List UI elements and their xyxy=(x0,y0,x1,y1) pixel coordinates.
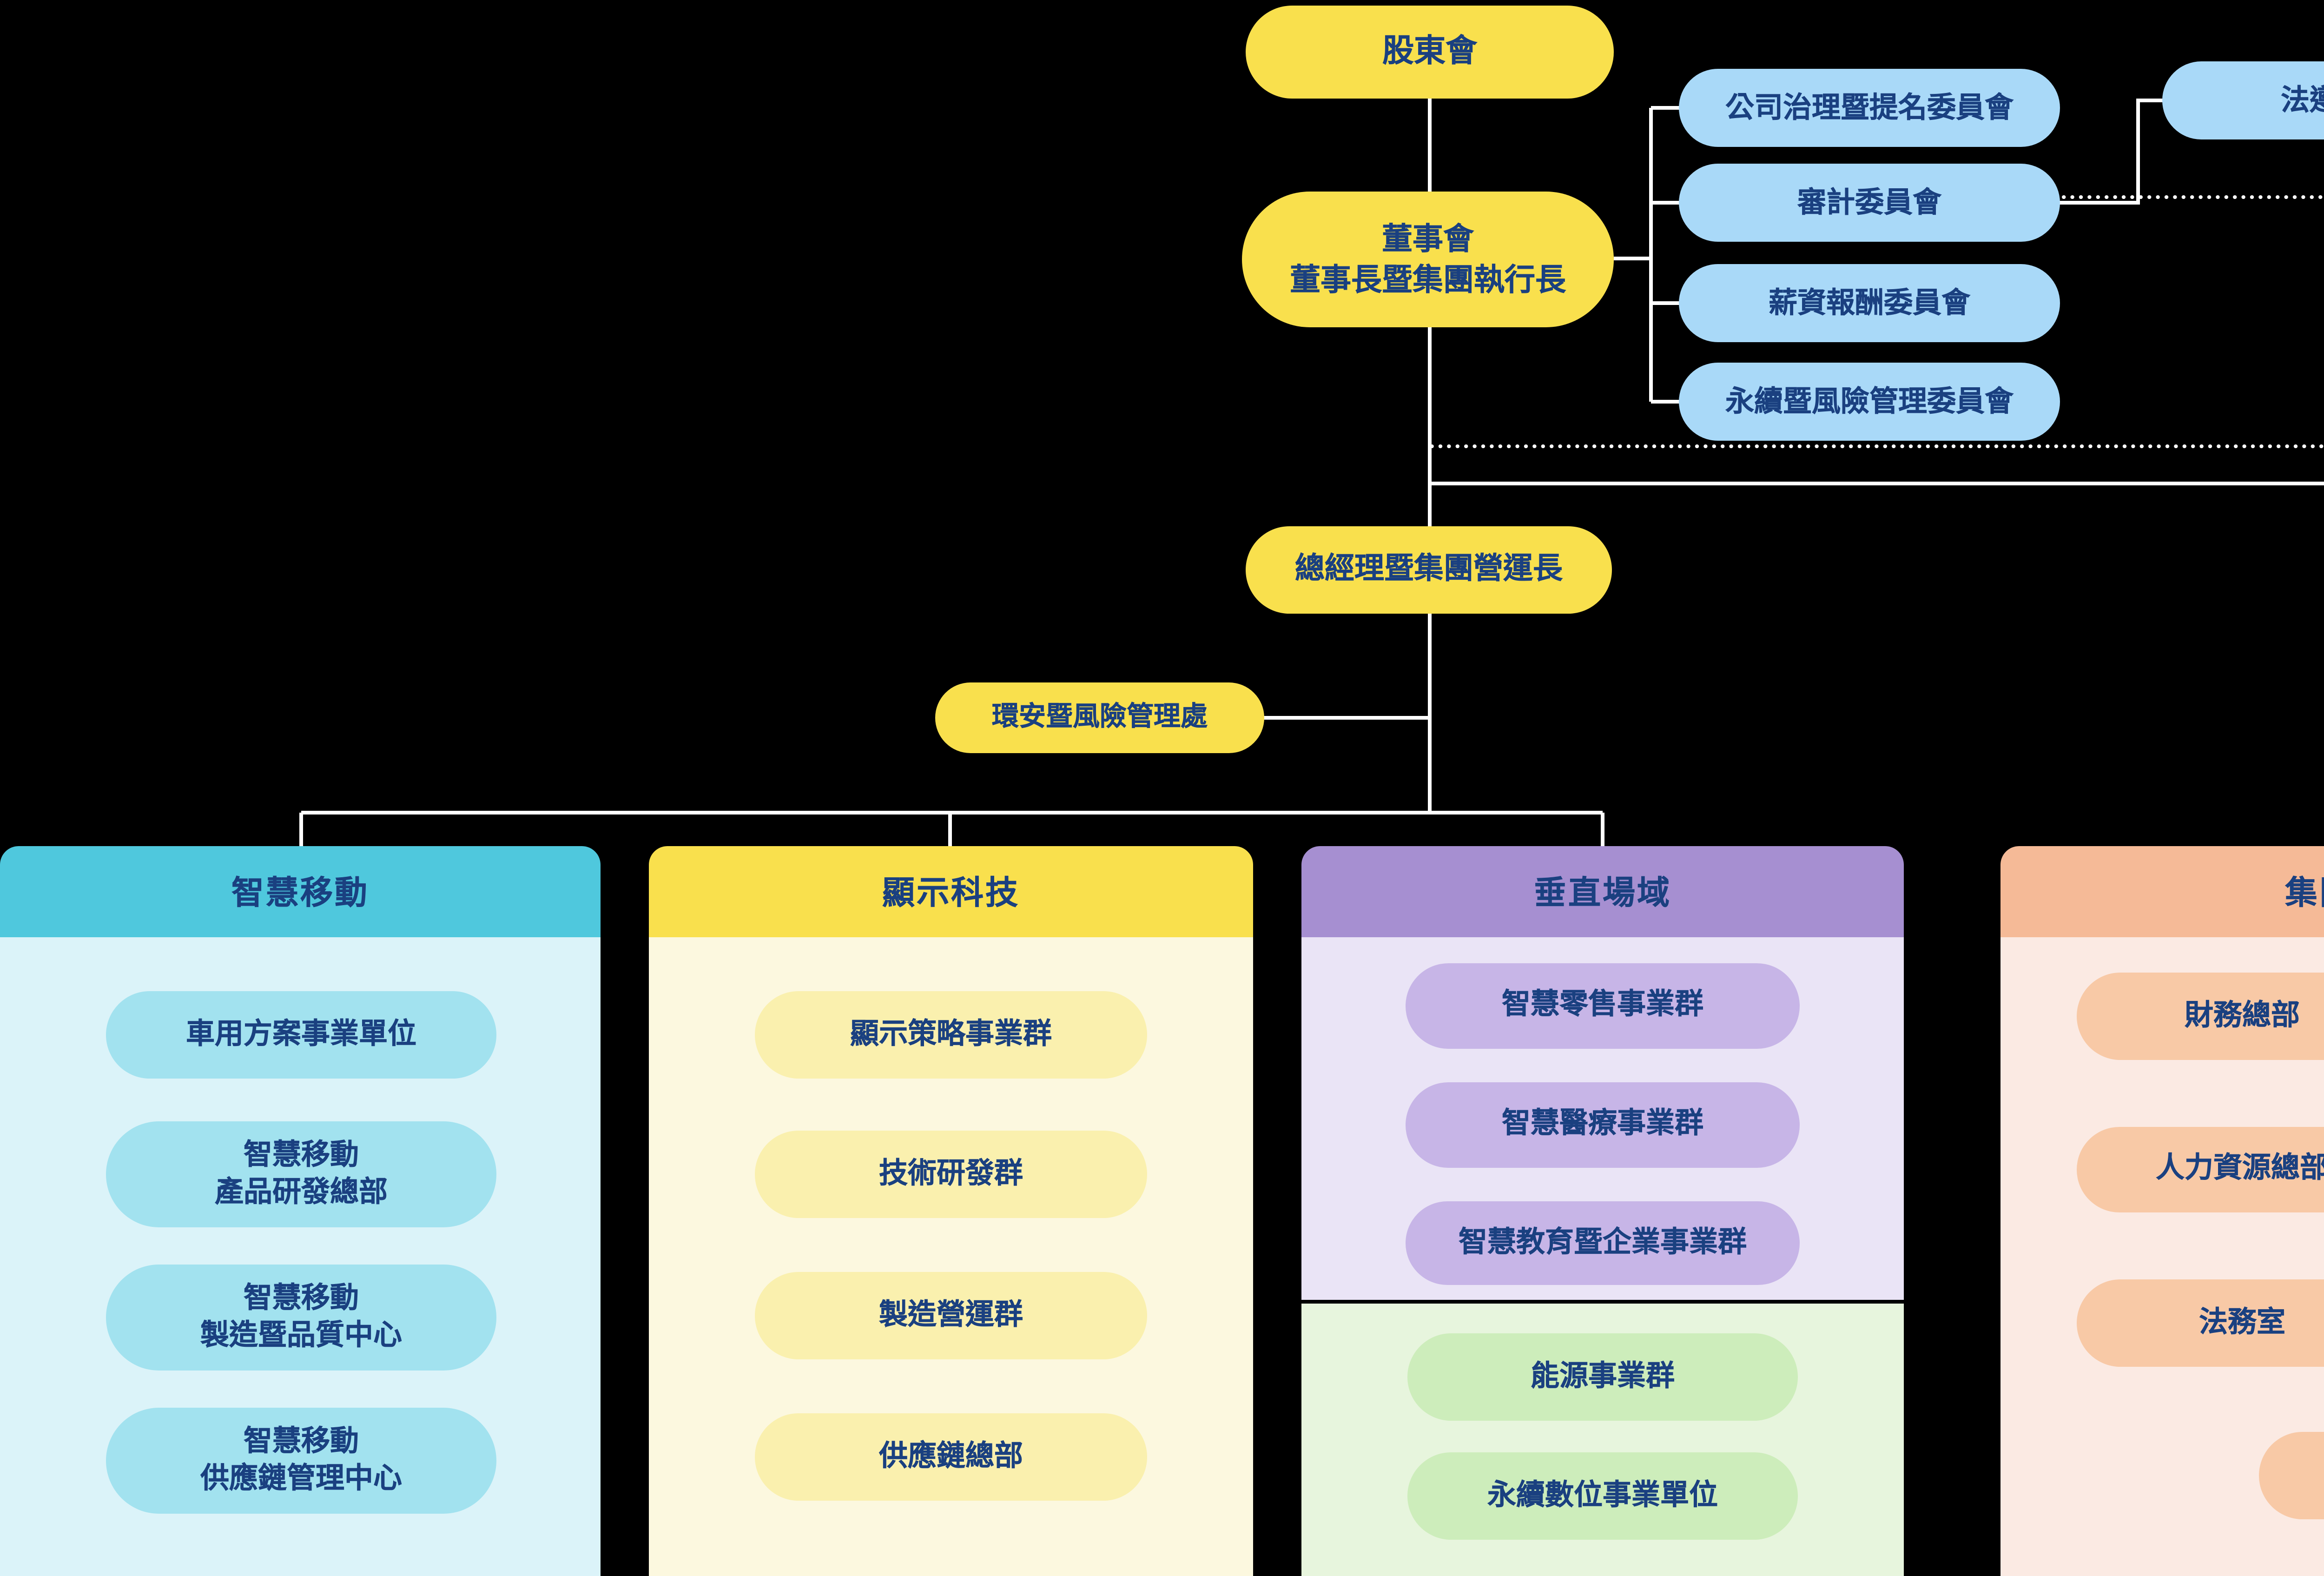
unit-node: 稽核管理處 xyxy=(2259,1432,2324,1519)
unit-node: 智慧移動 供應鏈管理中心 xyxy=(106,1408,496,1514)
president-node: 總經理暨集團營運長 xyxy=(1246,526,1612,614)
dotted-connectors xyxy=(1430,195,2324,448)
unit-node: 智慧移動 產品研發總部 xyxy=(106,1121,496,1227)
committee-node-compensation: 薪資報酬委員會 xyxy=(1679,264,2060,342)
shareholders-node: 股東會 xyxy=(1246,6,1614,99)
unit-node: 財務總部 xyxy=(2077,973,2324,1060)
division-header-vertical-domains: 垂直場域 xyxy=(1301,846,1904,937)
unit-node: 智慧教育暨企業事業群 xyxy=(1406,1201,1800,1285)
unit-node: 永續數位事業單位 xyxy=(1407,1452,1798,1540)
division-smart-mobility: 智慧移動 車用方案事業單位 智慧移動 產品研發總部 智慧移動 製造暨品質中心 智… xyxy=(0,846,601,1576)
committee-node-sustainability-risk: 永續暨風險管理委員會 xyxy=(1679,363,2060,441)
committee-node-audit: 審計委員會 xyxy=(1679,164,2060,242)
committee-node-governance-nomination: 公司治理暨提名委員會 xyxy=(1679,69,2060,147)
division-vertical-domains: 垂直場域 智慧零售事業群 智慧醫療事業群 智慧教育暨企業事業群 能源事業群 永續… xyxy=(1301,846,1904,1576)
unit-node: 智慧移動 製造暨品質中心 xyxy=(106,1265,496,1371)
compliance-advisor-node: 法遵總顧問 xyxy=(2162,61,2324,139)
division-group-support: 集團營運支援單位 財務總部 數位技術發展總部 人力資源總部 永續發展總部 法務室… xyxy=(2000,846,2324,1576)
unit-node: 供應鏈總部 xyxy=(755,1413,1147,1501)
unit-node: 技術研發群 xyxy=(755,1131,1147,1218)
unit-node: 車用方案事業單位 xyxy=(106,991,496,1079)
solid-connectors xyxy=(299,99,2324,848)
division-display-tech: 顯示科技 顯示策略事業群 技術研發群 製造營運群 供應鏈總部 xyxy=(649,846,1253,1576)
division-header-smart-mobility: 智慧移動 xyxy=(0,846,601,937)
unit-node: 顯示策略事業群 xyxy=(755,991,1147,1079)
ehs-office-node: 環安暨風險管理處 xyxy=(935,682,1264,753)
unit-node: 法務室 xyxy=(2077,1279,2324,1367)
unit-node: 能源事業群 xyxy=(1407,1333,1798,1421)
unit-node: 人力資源總部 xyxy=(2077,1127,2324,1212)
unit-node: 製造營運群 xyxy=(755,1272,1147,1359)
unit-node: 智慧醫療事業群 xyxy=(1406,1082,1800,1168)
division-header-display-tech: 顯示科技 xyxy=(649,846,1253,937)
division-header-group-support: 集團營運支援單位 xyxy=(2000,846,2324,937)
board-node: 董事會 董事長暨集團執行長 xyxy=(1242,192,1614,327)
unit-node: 智慧零售事業群 xyxy=(1406,963,1800,1049)
